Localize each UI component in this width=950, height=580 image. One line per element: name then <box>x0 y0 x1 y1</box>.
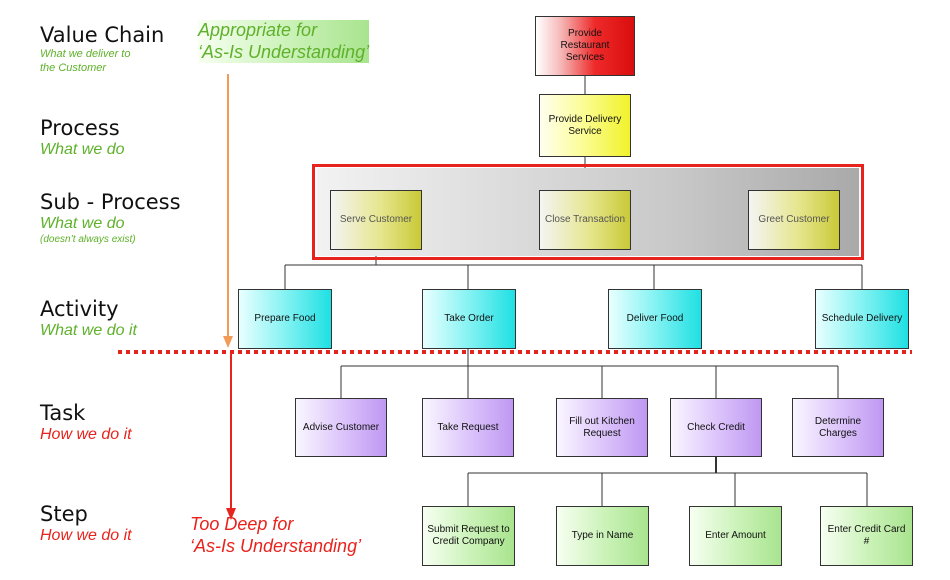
node-label-line: Enter Amount <box>705 530 766 541</box>
node-label-line: Fill out Kitchen <box>569 415 635 427</box>
node-label-line: Submit Request to <box>427 524 510 535</box>
node-label-line: Advise Customer <box>302 421 380 433</box>
level-desc: What we do it <box>40 322 137 340</box>
level-activity: Activity What we do it <box>40 297 137 341</box>
level-desc: What we do <box>40 141 125 159</box>
node-label: Close Transaction <box>544 214 626 225</box>
level-desc: How we do it <box>40 426 132 444</box>
node-activity[interactable]: Take Order <box>422 289 516 349</box>
level-desc: How we do it <box>40 527 132 545</box>
node-label: Schedule Delivery <box>821 313 903 324</box>
node-value-chain[interactable]: Provide Restaurant Services <box>535 16 635 76</box>
node-task[interactable]: Advise Customer <box>295 398 387 457</box>
level-value-chain: Value Chain What we deliver to the Custo… <box>40 23 165 76</box>
node-label-line: Check Credit <box>687 421 745 433</box>
node-label-line: Charges <box>819 427 857 439</box>
node-label: Deliver Food <box>626 313 684 324</box>
appropriate-note: Appropriate for ‘As-Is Understanding’ <box>198 20 370 64</box>
node-label-line: Services <box>565 52 605 63</box>
note-line: Too Deep for <box>190 514 294 534</box>
node-task[interactable]: Fill out Kitchen Request <box>556 398 648 457</box>
level-name: Process <box>40 116 120 140</box>
level-task: Task How we do it <box>40 401 132 445</box>
node-activity[interactable]: Schedule Delivery <box>815 289 909 349</box>
node-label-line: Enter Credit Card <box>827 524 906 535</box>
node-step[interactable]: Enter Amount <box>689 506 782 566</box>
node-label-line: Determine <box>814 415 862 427</box>
node-sub-process[interactable]: Greet Customer <box>748 190 840 250</box>
level-desc-line: the Customer <box>40 62 107 75</box>
level-name: Sub - Process <box>40 190 181 214</box>
node-label: Prepare Food <box>254 313 316 324</box>
level-sub-process: Sub - Process What we do (doesn’t always… <box>40 190 181 247</box>
node-task[interactable]: Check Credit <box>670 398 762 457</box>
level-name: Activity <box>40 297 119 321</box>
level-name: Task <box>40 401 86 425</box>
node-label-line: Credit Company <box>432 536 505 547</box>
note-line: ‘As-Is Understanding’ <box>190 535 362 556</box>
node-label-line: Provide <box>568 28 602 39</box>
level-desc: What we do <box>40 215 125 233</box>
node-task[interactable]: Take Request <box>422 398 514 457</box>
node-label-line: Provide Delivery <box>548 113 622 125</box>
too-deep-note: Too Deep for ‘As-Is Understanding’ <box>190 514 361 557</box>
highlight-frame <box>312 164 864 260</box>
node-step[interactable]: Type in Name <box>556 506 649 566</box>
node-process[interactable]: Provide Delivery Service <box>539 94 631 157</box>
node-step[interactable]: Submit Request to Credit Company <box>422 506 515 566</box>
level-desc: What we deliver to the Customer <box>40 47 164 76</box>
level-process: Process What we do <box>40 116 125 160</box>
level-name: Step <box>40 502 88 526</box>
node-label: Serve Customer <box>339 214 413 225</box>
node-activity[interactable]: Deliver Food <box>608 289 702 349</box>
node-label-line: Restaurant <box>560 40 610 51</box>
node-label: Take Order <box>444 313 494 324</box>
level-name: Value Chain <box>40 23 165 47</box>
node-step[interactable]: Enter Credit Card # <box>820 506 913 566</box>
node-task[interactable]: Determine Charges <box>792 398 884 457</box>
node-label-line: Request <box>583 427 621 439</box>
node-sub-process[interactable]: Serve Customer <box>330 190 422 250</box>
node-sub-process[interactable]: Close Transaction <box>539 190 631 250</box>
node-activity[interactable]: Prepare Food <box>238 289 332 349</box>
node-label-line: Take Request <box>437 421 499 433</box>
note-line: Appropriate for <box>198 20 318 40</box>
node-label-line: Type in Name <box>571 530 634 541</box>
node-label-line: # <box>863 536 870 547</box>
note-line: ‘As-Is Understanding’ <box>198 41 370 62</box>
level-note: (doesn’t always exist) <box>40 234 136 246</box>
node-label-line: Service <box>568 125 602 137</box>
node-label: Greet Customer <box>758 214 830 225</box>
level-desc-line: What we deliver to <box>40 48 131 61</box>
level-step: Step How we do it <box>40 502 132 546</box>
